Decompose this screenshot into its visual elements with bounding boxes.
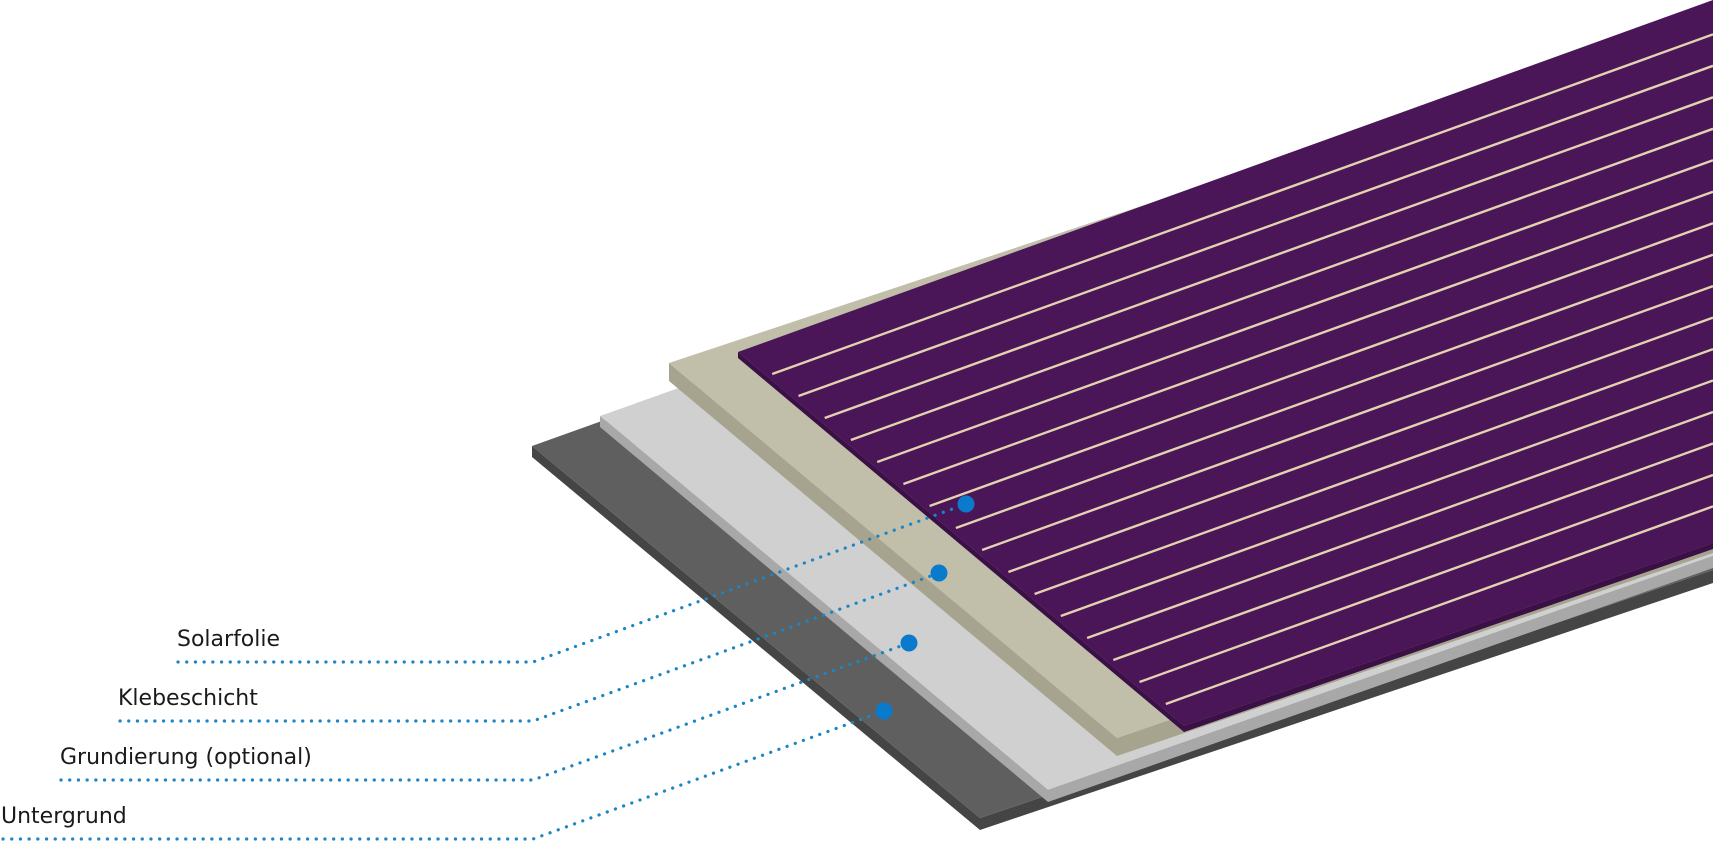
solar-cell-stripe [981, 284, 1713, 552]
leader-line-solar-film [176, 502, 968, 664]
solar-cell-stripe [824, 96, 1713, 420]
label-solar-film: Solarfolie [177, 627, 280, 652]
leader-line-adhesive [118, 571, 941, 723]
solar-cell-stripe [876, 159, 1713, 464]
leader-line-substrate [1, 709, 886, 841]
solar-cell-stripe [850, 127, 1713, 442]
layer-labels: Solarfolie Klebeschicht Grundierung (opt… [1, 627, 312, 829]
solar-film-top [738, 0, 1713, 726]
solar-cell-stripe [798, 64, 1713, 398]
solar-cell-stripe [1165, 505, 1713, 706]
marker-dot-substrate [875, 702, 893, 720]
solar-cell-stripe [771, 33, 1713, 376]
label-substrate: Untergrund [1, 804, 127, 829]
solar-cell-stripe [1112, 442, 1713, 662]
solar-cell-stripe [1086, 410, 1713, 640]
primer-side [600, 416, 1713, 802]
marker-dots [875, 495, 975, 720]
solar-cell-stripe [955, 253, 1713, 530]
label-adhesive-layer: Klebeschicht [118, 686, 258, 711]
label-primer: Grundierung (optional) [60, 745, 312, 770]
leader-line-primer [59, 641, 911, 782]
solar-cell-stripe [1007, 316, 1713, 574]
solar-film-layer [738, 0, 1713, 732]
leader-lines [1, 502, 968, 841]
marker-dot-primer [900, 634, 918, 652]
solar-cell-stripes [771, 33, 1713, 706]
solar-cell-stripe [1034, 347, 1713, 596]
solar-cell-stripe [1060, 379, 1713, 618]
marker-dot-adhesive [930, 564, 948, 582]
solar-cell-stripe [902, 190, 1713, 486]
solar-cell-stripe [929, 222, 1713, 508]
solar-cell-stripe [1139, 473, 1713, 684]
marker-dot-solar-film [957, 495, 975, 513]
